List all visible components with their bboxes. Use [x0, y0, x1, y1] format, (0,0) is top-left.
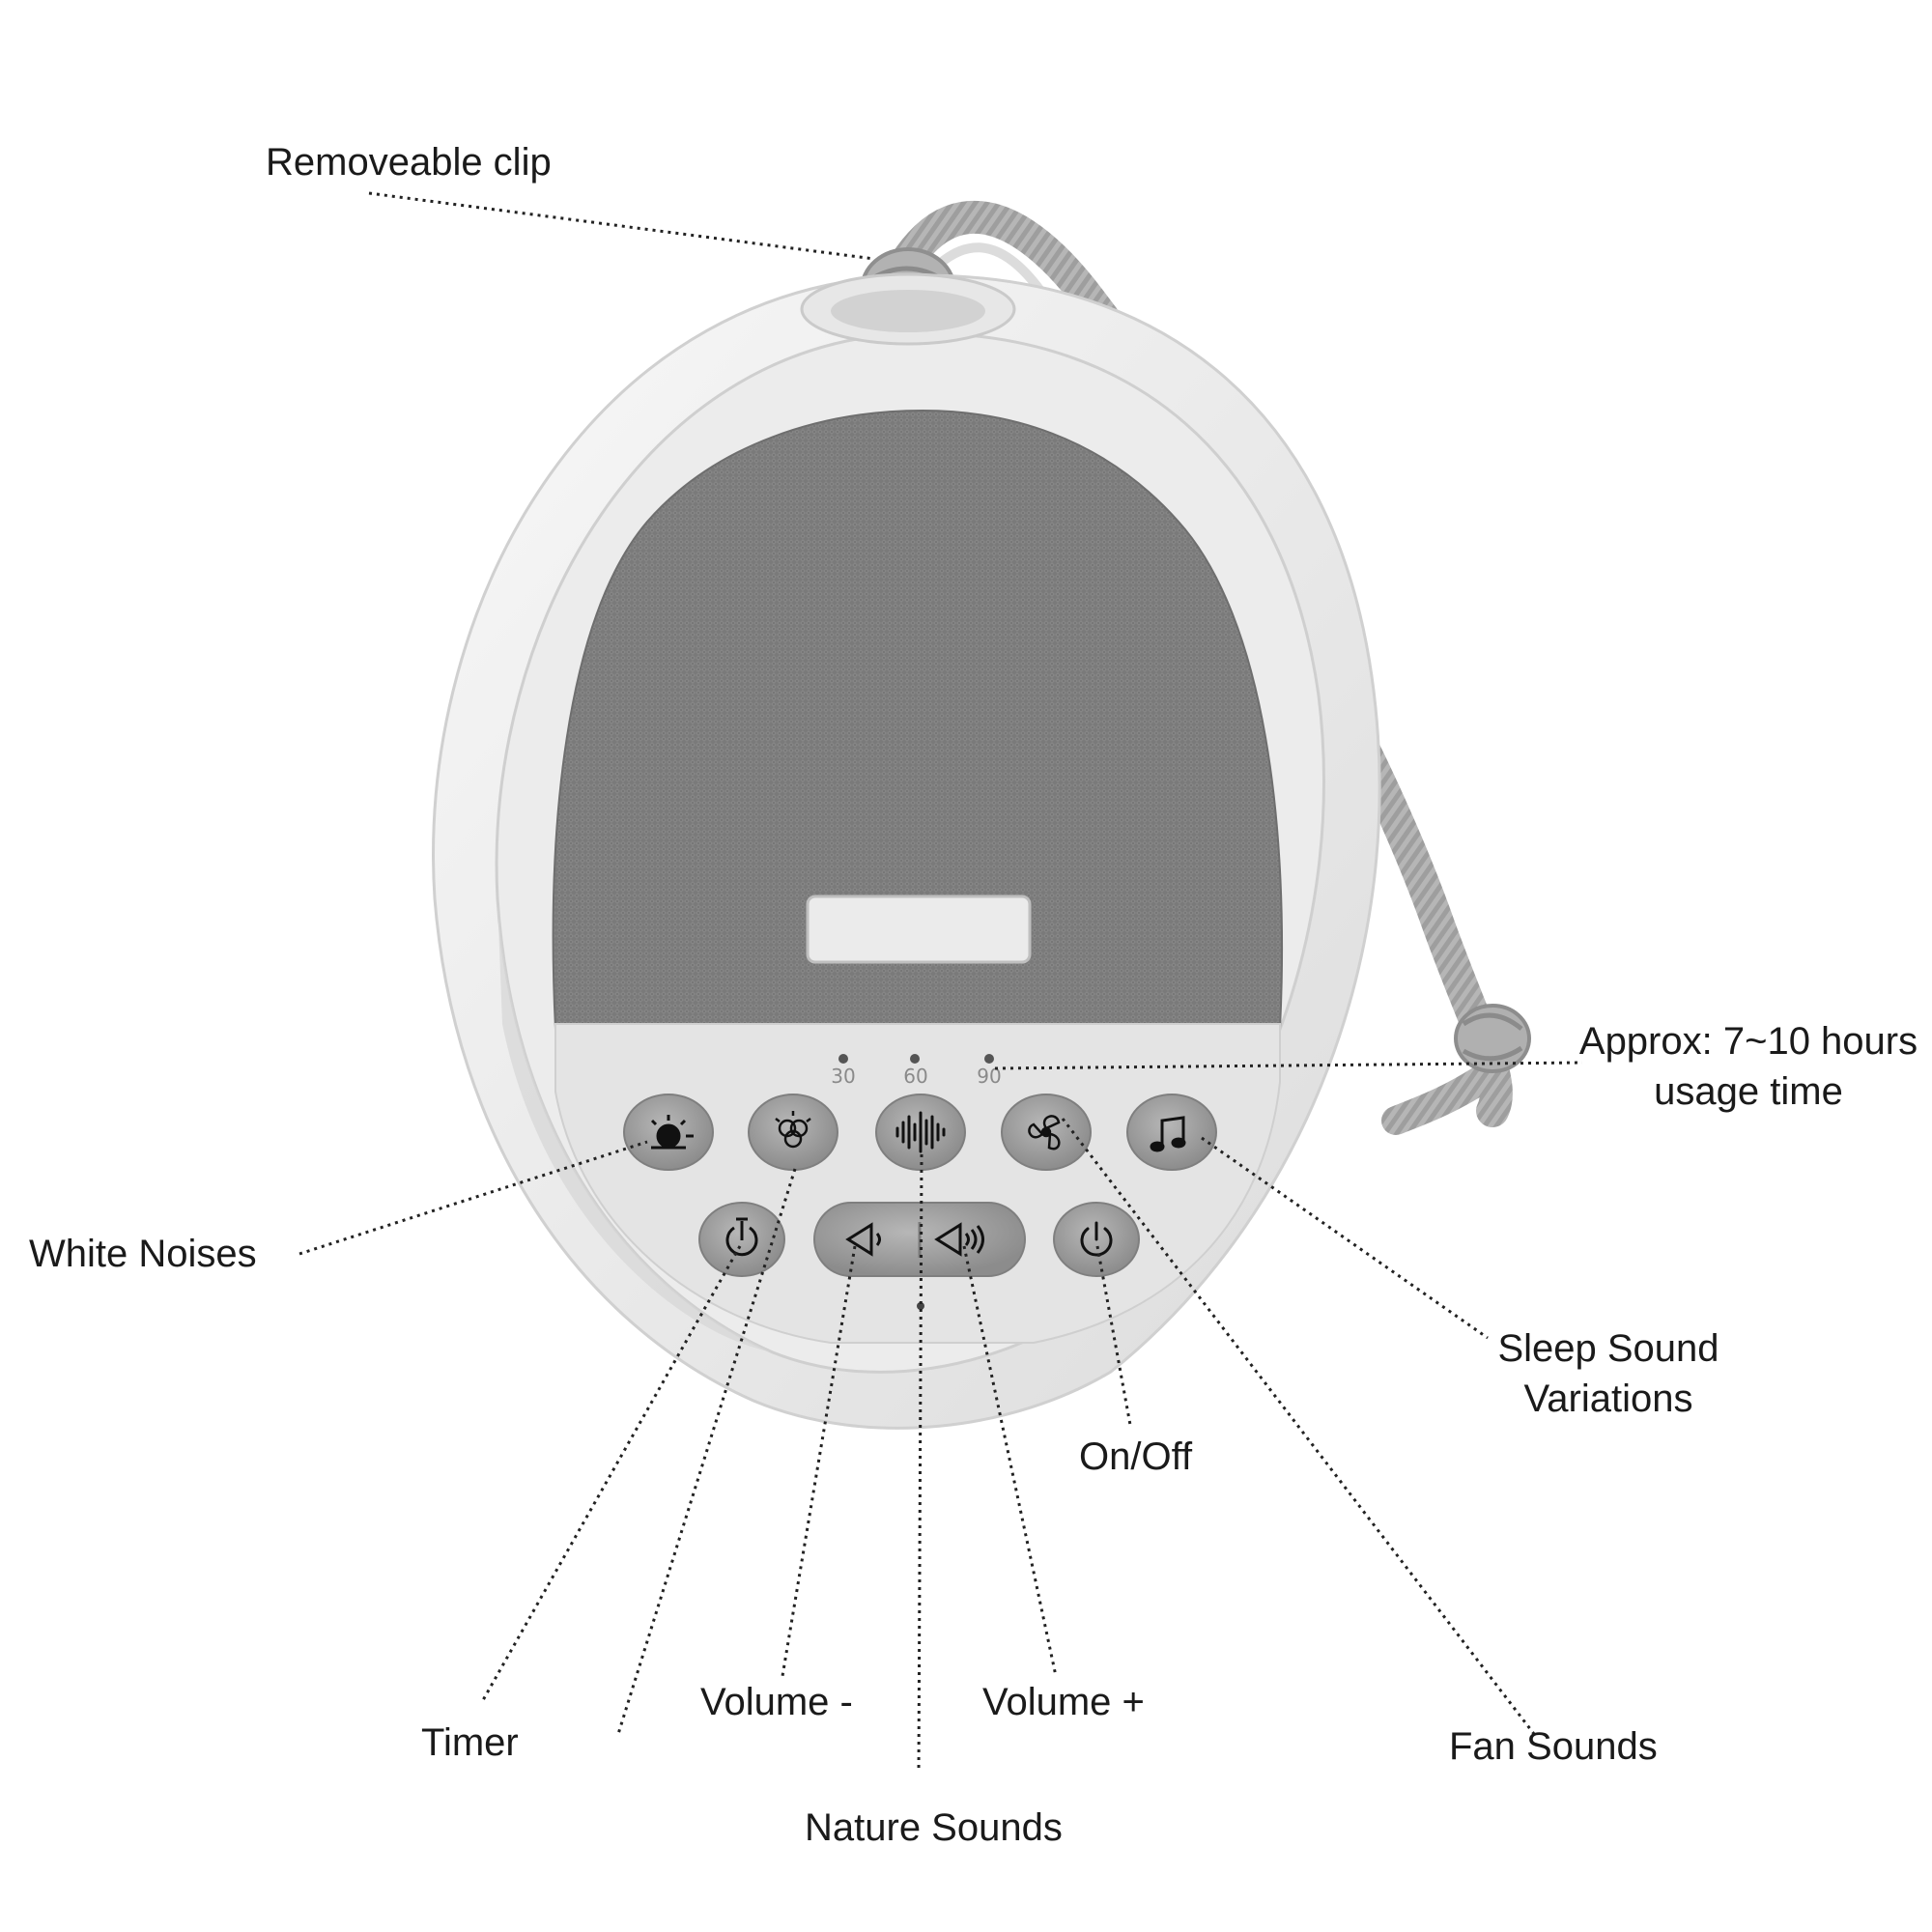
timer-icon [725, 1217, 758, 1257]
timer-led-90 [984, 1054, 994, 1064]
label-usage-time-line2: usage time [1654, 1070, 1843, 1113]
volume-up-button[interactable] [921, 1203, 1025, 1276]
waveform-icon [895, 1111, 946, 1153]
label-volume-up: Volume + [982, 1681, 1145, 1723]
leader-nature-sounds [616, 1168, 797, 1735]
sleep-variations-button[interactable] [1126, 1094, 1217, 1171]
timer-indicators: 30 60 90 [831, 1054, 1002, 1088]
speaker-grille [552, 409, 1284, 1030]
white-noise-button[interactable] [623, 1094, 714, 1171]
microphone-hole [917, 1302, 924, 1310]
music-note-icon [1150, 1116, 1186, 1152]
nature-sounds-button[interactable] [748, 1094, 838, 1171]
label-volume-down: Volume - [700, 1681, 853, 1723]
leader-usage-time [994, 1061, 1583, 1070]
timer-button[interactable] [698, 1202, 785, 1277]
volume-down-button[interactable] [814, 1203, 919, 1276]
label-fan-sounds: Fan Sounds [1449, 1725, 1658, 1768]
label-timer: Timer [421, 1721, 519, 1764]
timer-mark-30: 30 [831, 1065, 855, 1088]
timer-led-30 [838, 1054, 848, 1064]
fan-icon [1028, 1115, 1061, 1151]
label-usage-time: Approx: 7~10 hours usage time [1579, 1016, 1918, 1117]
timer-led-60 [910, 1054, 920, 1064]
label-on-off: On/Off [1079, 1435, 1193, 1478]
label-sleep-variations-line1: Sleep Sound [1497, 1327, 1719, 1370]
label-sleep-variations: Sleep Sound Variations [1497, 1323, 1719, 1424]
label-sleep-variations-line2: Variations [1523, 1378, 1693, 1420]
leader-volume-down [781, 1245, 857, 1677]
waveform-button[interactable] [875, 1094, 966, 1171]
volume-up-icon [934, 1222, 984, 1257]
label-usage-time-line1: Approx: 7~10 hours [1578, 1020, 1918, 1063]
label-white-noises: White Noises [29, 1233, 257, 1275]
display-window [806, 895, 1032, 964]
power-button[interactable] [1053, 1202, 1140, 1277]
white-noise-icon [650, 1115, 694, 1150]
volume-down-icon [845, 1222, 881, 1257]
label-nature-sounds: Nature Sounds [805, 1806, 1063, 1849]
leader-fan-sounds [1061, 1118, 1536, 1735]
fan-sounds-button[interactable] [1001, 1094, 1092, 1171]
power-icon [1080, 1221, 1113, 1257]
leader-removeable-clip [368, 191, 875, 261]
nature-icon [775, 1111, 811, 1149]
volume-rocker [813, 1202, 1026, 1277]
leader-lines [298, 191, 1583, 1774]
timer-mark-60: 60 [903, 1065, 927, 1088]
leader-timer [481, 1245, 742, 1701]
leader-waveform [917, 1153, 923, 1774]
label-removeable-clip: Removeable clip [266, 141, 552, 184]
